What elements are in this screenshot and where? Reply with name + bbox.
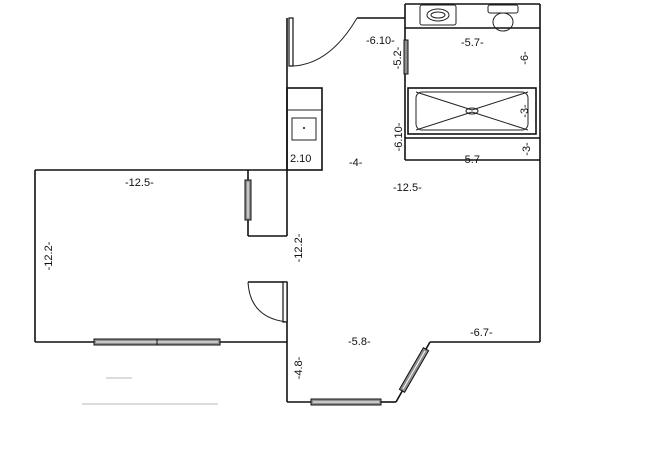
- dim-hall-center: -4-: [349, 157, 363, 169]
- dim-bottom-left-side: -4.8-: [293, 356, 305, 379]
- window-left-room-bottom: [93, 338, 221, 346]
- dim-bath-side: -6-: [519, 51, 531, 65]
- inner-door[interactable]: [247, 281, 288, 323]
- dim-left-room-height: -12.2-: [43, 241, 55, 270]
- dim-tub-side: -6.10-: [393, 122, 405, 151]
- closet: [286, 87, 323, 171]
- window-left-room-inner: [244, 179, 252, 221]
- toilet-icon: [487, 4, 519, 32]
- dim-bath-upper-width: -5.7-: [461, 37, 484, 49]
- dim-tub-length: -3-: [519, 104, 531, 118]
- dim-hall-width: -6.10-: [366, 35, 395, 47]
- dim-left-room-width: -12.5-: [125, 177, 154, 189]
- faint-marks: [82, 377, 218, 405]
- bathtub-icon: [407, 87, 537, 135]
- dim-bath-door-gap: -5.2-: [392, 46, 404, 69]
- dim-bath-lower-side: -3-: [521, 142, 533, 156]
- sink-icon: [419, 4, 457, 26]
- entry-door[interactable]: [288, 17, 358, 67]
- bathroom-door-leaf[interactable]: [403, 39, 409, 75]
- dim-main-room-width: -12.5-: [393, 182, 422, 194]
- window-bay-diagonal: [398, 347, 430, 393]
- dim-bath-lower-width: -5.7-: [461, 154, 484, 166]
- main-walls: [286, 17, 541, 403]
- window-bottom-center: [310, 398, 382, 406]
- bathroom-walls: [404, 3, 541, 161]
- dim-inner-wall-height: -12.2-: [293, 233, 305, 262]
- dim-bottom-center: -5.8-: [348, 336, 371, 348]
- dim-bottom-right: -6.7-: [470, 327, 493, 339]
- closet-label: 2.10: [290, 153, 311, 165]
